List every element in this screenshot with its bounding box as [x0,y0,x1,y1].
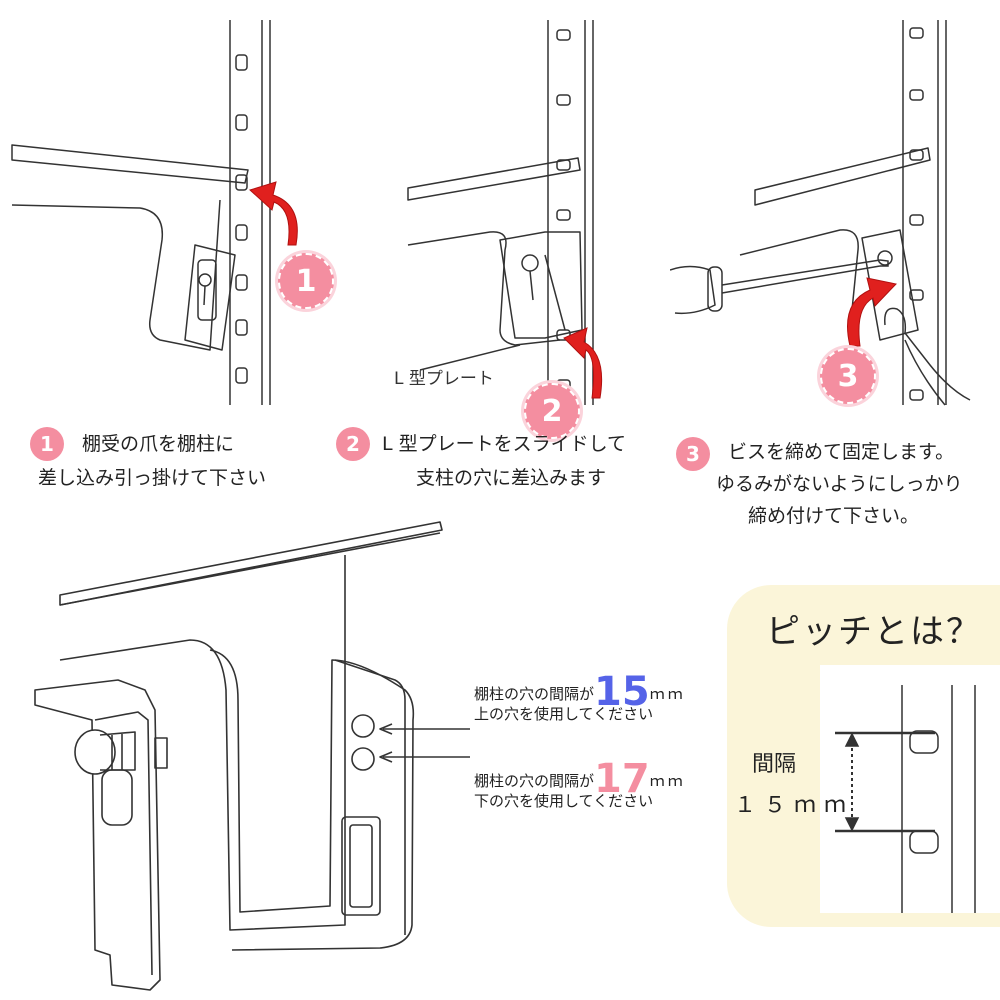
step1-line2: 差し込み引っ掛けて下さい [38,467,267,489]
step1-line1: 棚受の爪を棚柱に [82,433,235,455]
red-curved-arrow-icon [249,181,298,246]
step3-number-badge: 3 [676,437,710,471]
step1-number-badge: 1 [30,427,64,461]
step3-line3: 締め付けて下さい。 [748,505,920,527]
hole-note-15-line2: 上の穴を使用してください [474,705,654,723]
pitch-value: １５ｍｍ [734,793,855,818]
hole-note-17-value: 17 [594,756,650,802]
hand-icon [884,307,971,406]
step3-marker: 3 [820,348,876,404]
hole-note-15-value: 15 [594,669,650,715]
step1-marker: 1 [278,253,334,309]
step2-marker: 2 [524,383,580,439]
hole-note-17: 棚柱の穴の間隔が17ｍｍ [474,759,686,799]
hole-note-17-line2: 下の穴を使用してください [474,792,654,810]
pitch-title: ピッチとは？ [766,612,982,652]
hole-note-17-unit: ｍｍ [649,772,686,790]
pitch-diagram-area [820,665,1000,913]
step2-line1: L 型プレートをスライドして [382,433,627,455]
hole-note-15-prefix: 棚柱の穴の間隔が [474,685,595,703]
step3-line2: ゆるみがないようにしっかり [716,473,963,495]
hole-note-15-unit: ｍｍ [649,685,686,703]
pitch-label: 間隔 [752,752,797,777]
l-plate-label: L 型プレート [394,369,494,389]
step2-number-badge: 2 [336,427,370,461]
step2-line2: 支柱の穴に差込みます [416,467,607,489]
hole-note-17-prefix: 棚柱の穴の間隔が [474,772,595,790]
red-curved-arrow-icon [563,327,603,399]
red-curved-arrow-icon [847,277,897,347]
hole-note-15: 棚柱の穴の間隔が15ｍｍ [474,672,686,712]
screwdriver-icon [670,259,889,315]
step3-line1: ビスを締めて固定します。 [728,441,955,463]
